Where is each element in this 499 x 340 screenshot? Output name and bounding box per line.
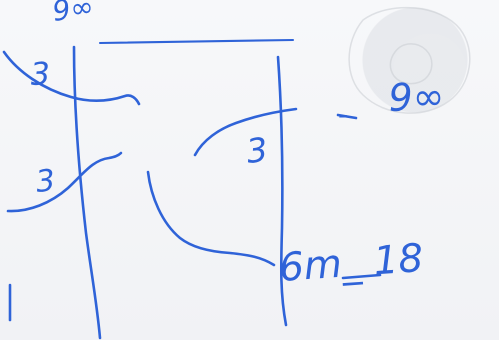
lower-left-curve <box>6 151 123 213</box>
right-minus-label: - <box>338 98 348 131</box>
right-minus-stroke <box>336 113 358 120</box>
right-vertical-line <box>276 55 288 327</box>
bottom-handwritten-text: 6m_ 18 <box>278 236 425 291</box>
upper-left-curve <box>2 50 141 106</box>
lower-left-number: 3 <box>34 163 57 200</box>
left-vertical-line <box>72 45 102 340</box>
upper-left-number: 3 <box>30 56 52 93</box>
center-bottom-curve <box>146 170 276 267</box>
right-handwritten-label: 9∞ <box>388 74 445 120</box>
center-number: 3 <box>244 130 270 171</box>
top-handwritten-label: 9∞ <box>50 0 95 28</box>
faint-circle-mark <box>348 6 471 114</box>
bottom-underscore-stroke <box>341 273 382 280</box>
top-horizontal-line <box>98 38 295 45</box>
center-right-curve <box>193 107 298 157</box>
faint-inner-mark <box>389 43 433 85</box>
